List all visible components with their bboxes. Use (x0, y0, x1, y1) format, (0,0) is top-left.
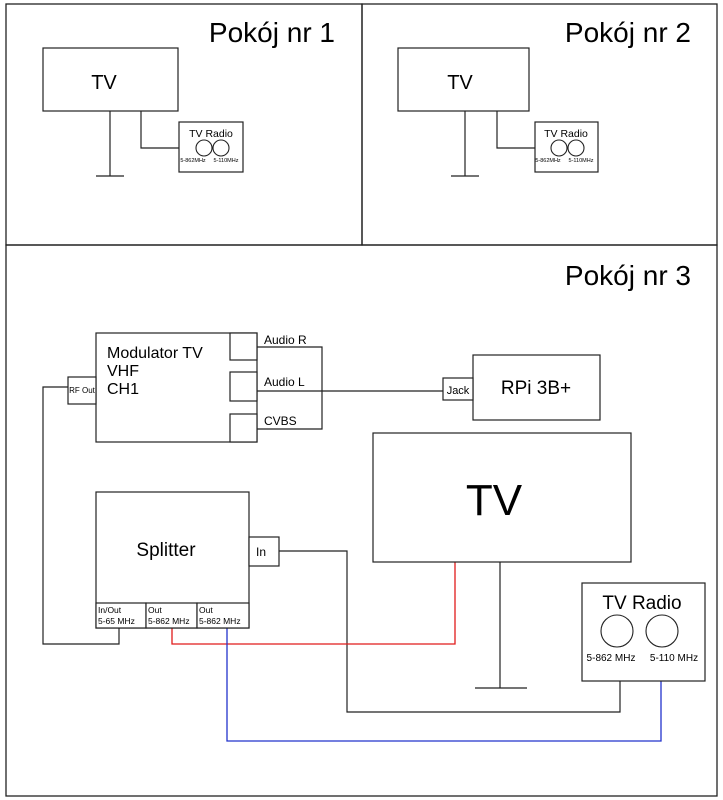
room-2-tv-cable (496, 111, 551, 149)
modulator-audio-r-label: Audio R (264, 333, 307, 347)
rpi-jack-label: Jack (447, 385, 470, 397)
splitter-port-2 (145, 602, 198, 629)
room-3-frame (5, 244, 718, 797)
room-2-radio-radio-jack (567, 139, 585, 157)
room-3-radio-radio-jack (645, 614, 679, 648)
splitter-port-2-line2: 5-862 MHz (148, 616, 190, 626)
room-1-radio-title: TV Radio (189, 128, 233, 140)
splitter-port-3-line2: 5-862 MHz (199, 616, 241, 626)
modulator-rf-out-port (67, 376, 97, 405)
blue-cable-to-radio (226, 628, 662, 742)
modulator-cvbs-port (229, 413, 258, 443)
room-3-tv-label: TV (466, 476, 523, 525)
room-3-tv (372, 432, 632, 563)
splitter-port-1-line1: In/Out (98, 605, 122, 615)
room-1-radio-port-tv: 5-862MHz (180, 158, 206, 164)
modulator-label-line3: CH1 (107, 381, 139, 398)
modulator-rf-out-label: RF Out (69, 386, 96, 395)
modulator-label-line1: Modulator TV (107, 345, 203, 362)
rpi-label: RPi 3B+ (501, 378, 571, 399)
room-1-tv-label: TV (91, 72, 117, 94)
room-2-radio-port-radio: 5-110MHz (569, 158, 594, 164)
audio-r-cable (230, 346, 323, 391)
splitter-port-1-line2: 5-65 MHz (98, 616, 135, 626)
room-1-tv (42, 47, 179, 112)
room-2-tv-label: TV (447, 72, 473, 94)
room-3-radio-title: TV Radio (602, 593, 681, 614)
room-1-title: Pokój nr 1 (209, 17, 335, 48)
splitter-in-port (248, 536, 280, 567)
splitter-port-3 (196, 602, 250, 629)
rpi-jack-port (442, 377, 474, 401)
red-cable-to-tv (171, 562, 456, 645)
room-2-radio-tv-jack (550, 139, 568, 157)
room-2-radio-port-tv: 5-862MHz (535, 158, 561, 164)
room-1-tv-cable (140, 111, 196, 149)
modulator-cvbs-label: CVBS (264, 414, 297, 428)
room-2-title: Pokój nr 2 (565, 17, 691, 48)
room-3-radio-port-radio: 5-110 MHz (650, 653, 698, 664)
room-1-radio-port-radio: 5-110MHz (214, 158, 239, 164)
splitter-port-3-line1: Out (199, 605, 213, 615)
rpi-box (472, 354, 601, 421)
splitter-in-cable (279, 550, 621, 713)
room-3-radio-tv-jack (600, 614, 634, 648)
cvbs-cable (230, 391, 323, 430)
modulator-label-line2: VHF (107, 363, 139, 380)
splitter-port-1 (95, 602, 147, 629)
room-3-radio-port-tv: 5-862 MHz (587, 653, 636, 664)
modulator-audio-l-port (229, 371, 258, 402)
room-1-radio-tv-jack (195, 139, 213, 157)
room-2-radio-title: TV Radio (544, 128, 588, 140)
rf-out-cable (42, 386, 120, 645)
splitter-label: Splitter (136, 540, 196, 561)
splitter-port-2-line1: Out (148, 605, 162, 615)
room-3-title: Pokój nr 3 (565, 260, 691, 291)
modulator-audio-l-label: Audio L (264, 375, 305, 389)
splitter-in-label: In (256, 545, 266, 559)
modulator-audio-r-port (229, 332, 258, 361)
room-2-tv (397, 47, 530, 112)
room-1-radio-radio-jack (212, 139, 230, 157)
